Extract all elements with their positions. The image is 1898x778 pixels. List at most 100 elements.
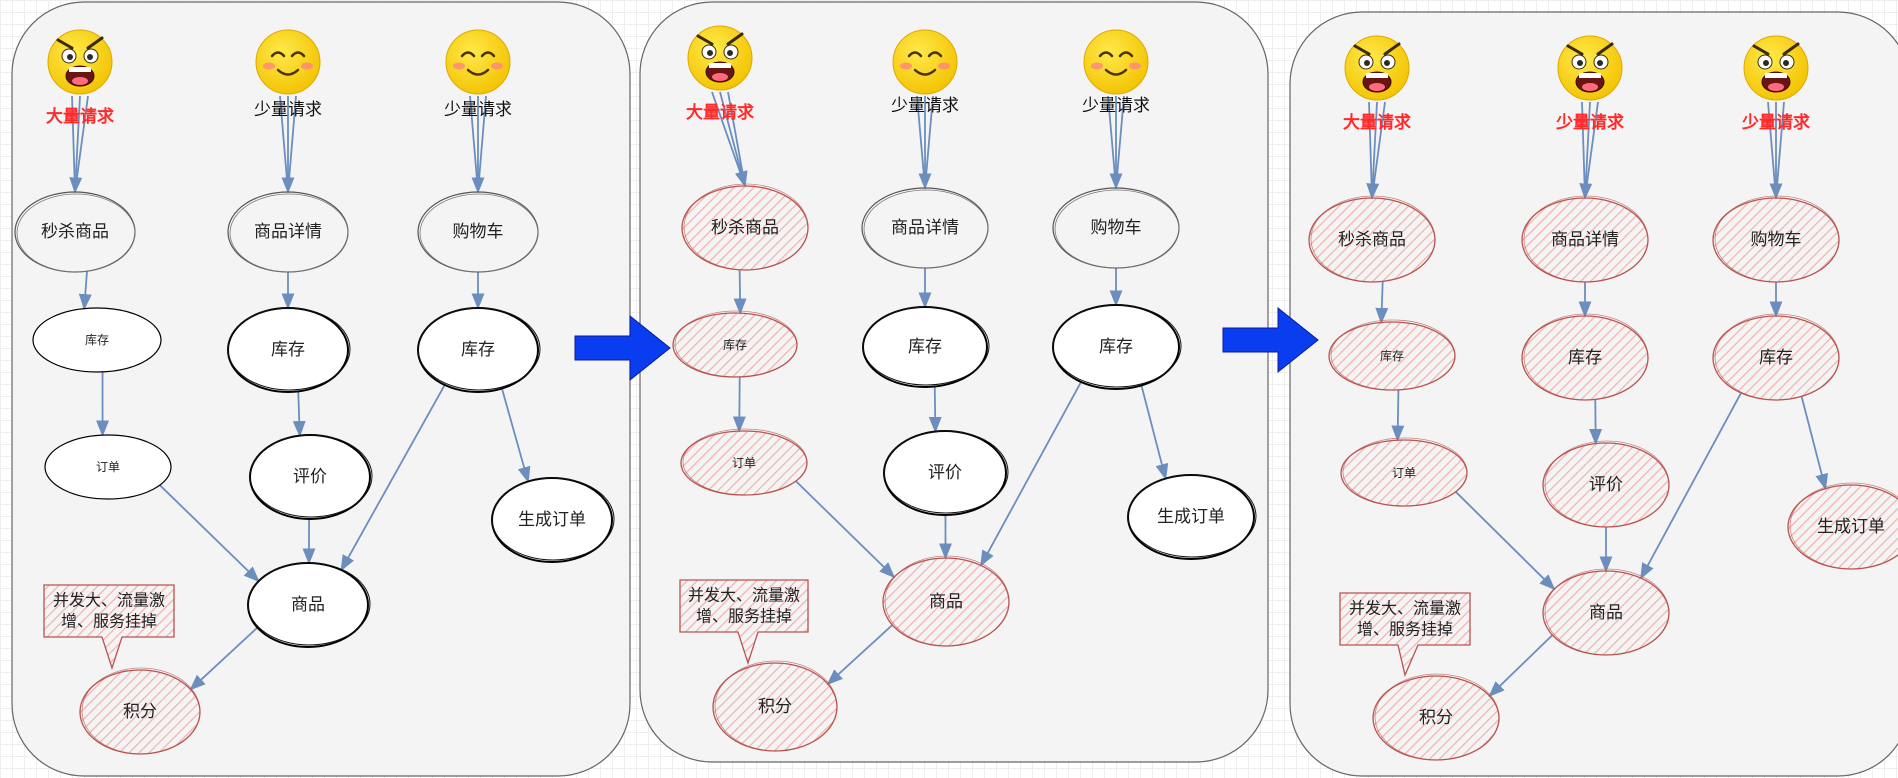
node-label: 库存: [1759, 348, 1793, 368]
request-line: [74, 95, 89, 193]
node-stock1: 库存: [32, 307, 162, 373]
edge-stock3-create: [1800, 396, 1829, 491]
node-label: 商品: [929, 592, 963, 612]
node-review: 评价: [1542, 440, 1670, 528]
request-line: [1115, 95, 1125, 189]
edge-stock1-order: [1391, 389, 1405, 442]
node-label: 商品: [291, 595, 325, 615]
edge-stock3-product: [1640, 392, 1742, 580]
callout-text: 并发大、流量激: [1349, 599, 1461, 618]
node-label: 库存: [1568, 348, 1602, 368]
node-label: 评价: [1589, 475, 1623, 495]
node-label: 购物车: [1091, 218, 1142, 238]
request-line: [1368, 101, 1373, 199]
node-stock3: 库存: [1052, 304, 1182, 390]
request-line: [1107, 95, 1117, 189]
node-product: 商品: [882, 555, 1010, 647]
node-seckill: 秒杀商品: [14, 191, 136, 273]
request-line: [477, 95, 487, 193]
node-review: 评价: [883, 430, 1009, 516]
request-line: [279, 95, 289, 193]
node-seckill: 秒杀商品: [1308, 195, 1436, 283]
node-create: 生成订单: [1127, 474, 1257, 560]
callout-text: 并发大、流量激: [53, 591, 165, 610]
request-line: [1584, 101, 1599, 199]
request-label: 大量请求: [46, 106, 114, 127]
node-label: 评价: [928, 463, 962, 483]
node-stock1: 库存: [1328, 319, 1456, 391]
node-label: 生成订单: [1157, 507, 1225, 527]
edge-stock1-order: [732, 376, 746, 433]
edge-stock3-create: [501, 388, 531, 484]
node-label: 商品详情: [891, 218, 959, 238]
callout-text: 增、服务挂掉: [696, 607, 792, 626]
node-stock1: 库存: [672, 310, 798, 378]
node-label: 购物车: [1751, 230, 1802, 250]
request-label: 少量请求: [1741, 112, 1810, 133]
node-detail: 商品详情: [861, 187, 989, 269]
node-label: 库存: [1380, 348, 1404, 363]
node-label: 生成订单: [1817, 517, 1885, 537]
edge-product-points: [826, 624, 893, 686]
panel-3: 大量请求少量请求少量请求秒杀商品商品详情购物车库存库存库存订单评价生成订单商品积…: [1289, 11, 1898, 777]
node-order: 订单: [680, 428, 808, 496]
node-label: 秒杀商品: [711, 218, 779, 238]
edge-seckill-stock1: [78, 271, 92, 311]
node-detail: 商品详情: [227, 191, 349, 273]
node-detail: 商品详情: [1521, 195, 1649, 283]
node-create: 生成订单: [491, 477, 615, 563]
node-label: 评价: [293, 467, 327, 487]
request-line: [287, 95, 297, 193]
node-order: 订单: [1340, 437, 1468, 507]
panel-frame: [11, 1, 631, 777]
edge-product-points: [1488, 634, 1554, 698]
callout-text: 增、服务挂掉: [61, 612, 157, 631]
edge-stock3-create: [1140, 385, 1169, 481]
node-cart: 购物车: [1712, 195, 1840, 283]
node-create: 生成订单: [1787, 482, 1898, 570]
panel-1: 大量请求少量请求少量请求秒杀商品商品详情购物车库存库存库存订单评价生成订单商品积…: [11, 1, 631, 777]
node-product: 商品: [247, 562, 371, 648]
node-stock2: 库存: [1521, 313, 1649, 401]
request-line: [1579, 101, 1593, 200]
request-label: 少量请求: [1082, 96, 1150, 116]
node-order: 订单: [44, 434, 172, 500]
panel-2: 大量请求少量请求少量请求秒杀商品商品详情购物车库存库存库存订单评价生成订单商品积…: [639, 1, 1269, 763]
right-arrow-icon: [1222, 306, 1319, 374]
edge-stock3-product: [980, 381, 1082, 567]
request-line: [71, 95, 76, 193]
node-seckill: 秒杀商品: [681, 183, 809, 271]
node-label: 积分: [758, 697, 792, 717]
angry-face-icon: [1743, 35, 1809, 101]
node-points: 积分: [712, 660, 838, 752]
edge-seckill-stock1: [733, 269, 747, 315]
node-label: 秒杀商品: [41, 222, 109, 242]
edge-order-product: [1455, 491, 1556, 591]
edge-product-points: [189, 626, 259, 691]
edge-seckill-stock1: [1375, 281, 1389, 325]
node-label: 积分: [123, 702, 157, 722]
edge-order-product: [795, 480, 896, 579]
smiling-face-icon: [1083, 29, 1149, 95]
node-stock2: 库存: [862, 306, 990, 388]
node-label: 库存: [85, 332, 109, 347]
node-label: 库存: [271, 340, 305, 360]
node-label: 库存: [1099, 337, 1133, 357]
request-label: 少量请求: [254, 100, 322, 120]
node-label: 秒杀商品: [1338, 230, 1406, 250]
node-review: 评价: [249, 434, 373, 520]
node-label: 订单: [1392, 466, 1416, 480]
request-line: [1767, 101, 1777, 199]
request-label: 少量请求: [891, 96, 959, 116]
right-arrow-icon: [574, 314, 671, 382]
node-product: 商品: [1542, 568, 1670, 656]
request-line: [924, 95, 934, 189]
request-line: [1371, 101, 1386, 199]
node-label: 库存: [908, 337, 942, 357]
request-line: [916, 95, 926, 189]
edge-stock3-product: [340, 384, 446, 572]
